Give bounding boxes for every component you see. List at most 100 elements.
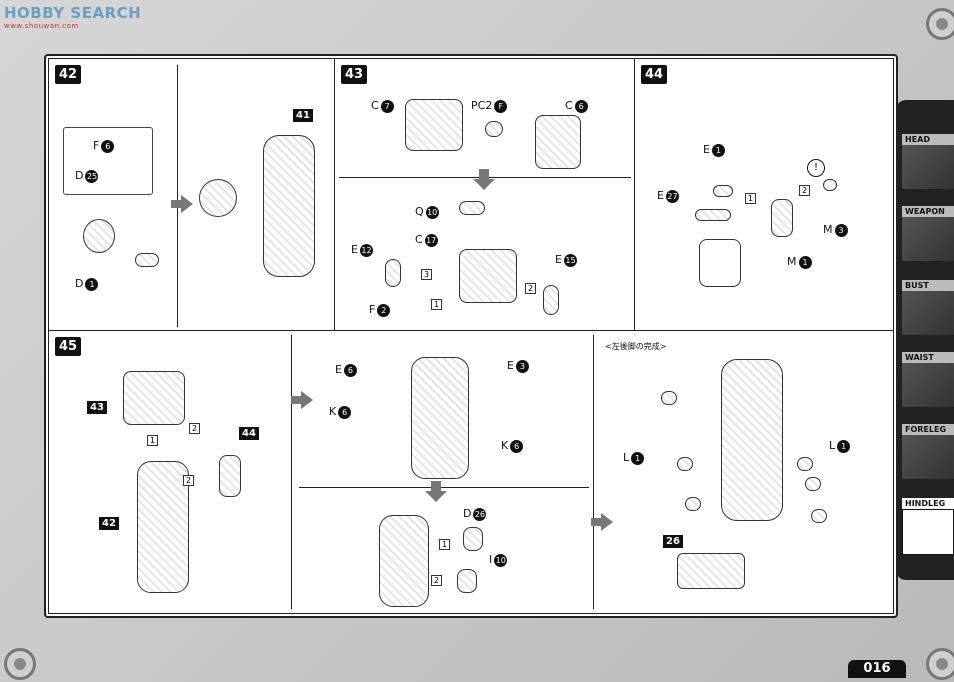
reference-tag: 43 [87,401,107,414]
part-drawing [405,99,463,151]
sidebar-thumbnail [902,145,954,189]
sidebar-item-waist[interactable]: WAIST [902,352,954,410]
parts-callout [63,127,153,195]
sidebar-item-weapon[interactable]: WEAPON [902,206,954,264]
sidebar-item-label: WEAPON [902,206,954,217]
flow-arrow-icon [171,195,193,213]
reference-tag: 26 [663,535,683,548]
part-drawing [485,121,503,137]
corner-bolt-icon [4,648,36,680]
part-drawing [805,477,821,491]
part-drawing [713,185,733,197]
part-drawing [823,179,837,191]
part-drawing [459,201,485,215]
part-drawing [543,285,559,315]
sequence-box: 2 [189,423,201,434]
assembly-drawing [379,515,429,607]
panel-divider [291,335,292,609]
sequence-box: 2 [799,185,811,196]
assembly-drawing [263,135,315,277]
section-sidebar: HEAD WEAPON BUST WAIST FORELEG HINDLEG [896,100,954,580]
sidebar-thumbnail [902,509,954,555]
sequence-box: 1 [439,539,451,550]
sidebar-item-label: FORELEG [902,424,954,435]
reference-tag: 42 [99,517,119,530]
sidebar-item-label: BUST [902,280,954,291]
part-drawing [535,115,581,169]
part-drawing [463,527,483,551]
step-number: 45 [55,337,82,356]
sequence-box: 1 [431,299,443,310]
assembly-drawing [137,461,189,593]
completion-heading: <左後脚の完成> [605,342,667,351]
watermark-url: www.shouwan.com [4,22,79,30]
sequence-box: 2 [525,283,537,294]
flow-arrow-icon [291,391,313,409]
part-drawing [135,253,159,267]
part-drawing [695,209,731,221]
step-number: 43 [341,65,368,84]
part-drawing [771,199,793,237]
sidebar-item-hindleg[interactable]: HINDLEG [902,498,954,556]
reference-tag: 44 [239,427,259,440]
step-number: 42 [55,65,82,84]
part-drawing [661,391,677,405]
watermark: HOBBY SEARCH www.shouwan.com [4,4,141,30]
flow-arrow-icon [591,513,613,531]
sidebar-item-label: HEAD [902,134,954,145]
part-drawing [385,259,401,287]
detail-callout [699,239,741,287]
sequence-box: 1 [147,435,159,446]
sidebar-item-label: HINDLEG [902,498,954,509]
page-number: 016 [848,660,906,678]
sidebar-thumbnail [902,291,954,335]
part-drawing [677,457,693,471]
sidebar-thumbnail [902,363,954,407]
assembly-drawing [411,357,469,479]
corner-bolt-icon [926,648,954,680]
sequence-box: 2 [431,575,443,586]
sidebar-item-foreleg[interactable]: FORELEG [902,424,954,482]
sidebar-thumbnail [902,435,954,479]
sidebar-item-bust[interactable]: BUST [902,280,954,338]
panel-divider [177,65,178,327]
caution-icon: ! [807,159,825,177]
flow-arrow-icon [425,481,447,502]
sidebar-item-head[interactable]: HEAD [902,134,954,192]
assembly-drawing [721,359,783,521]
part-drawing [219,455,241,497]
corner-bolt-icon [926,8,954,40]
part-drawing [677,553,745,589]
sidebar-thumbnail [902,217,954,261]
sequence-box: 1 [745,193,757,204]
assembly-drawing [123,371,185,425]
reference-tag: 41 [293,109,313,122]
panel-divider [299,487,589,488]
part-drawing [199,179,237,217]
part-drawing [83,219,115,253]
part-drawing [797,457,813,471]
